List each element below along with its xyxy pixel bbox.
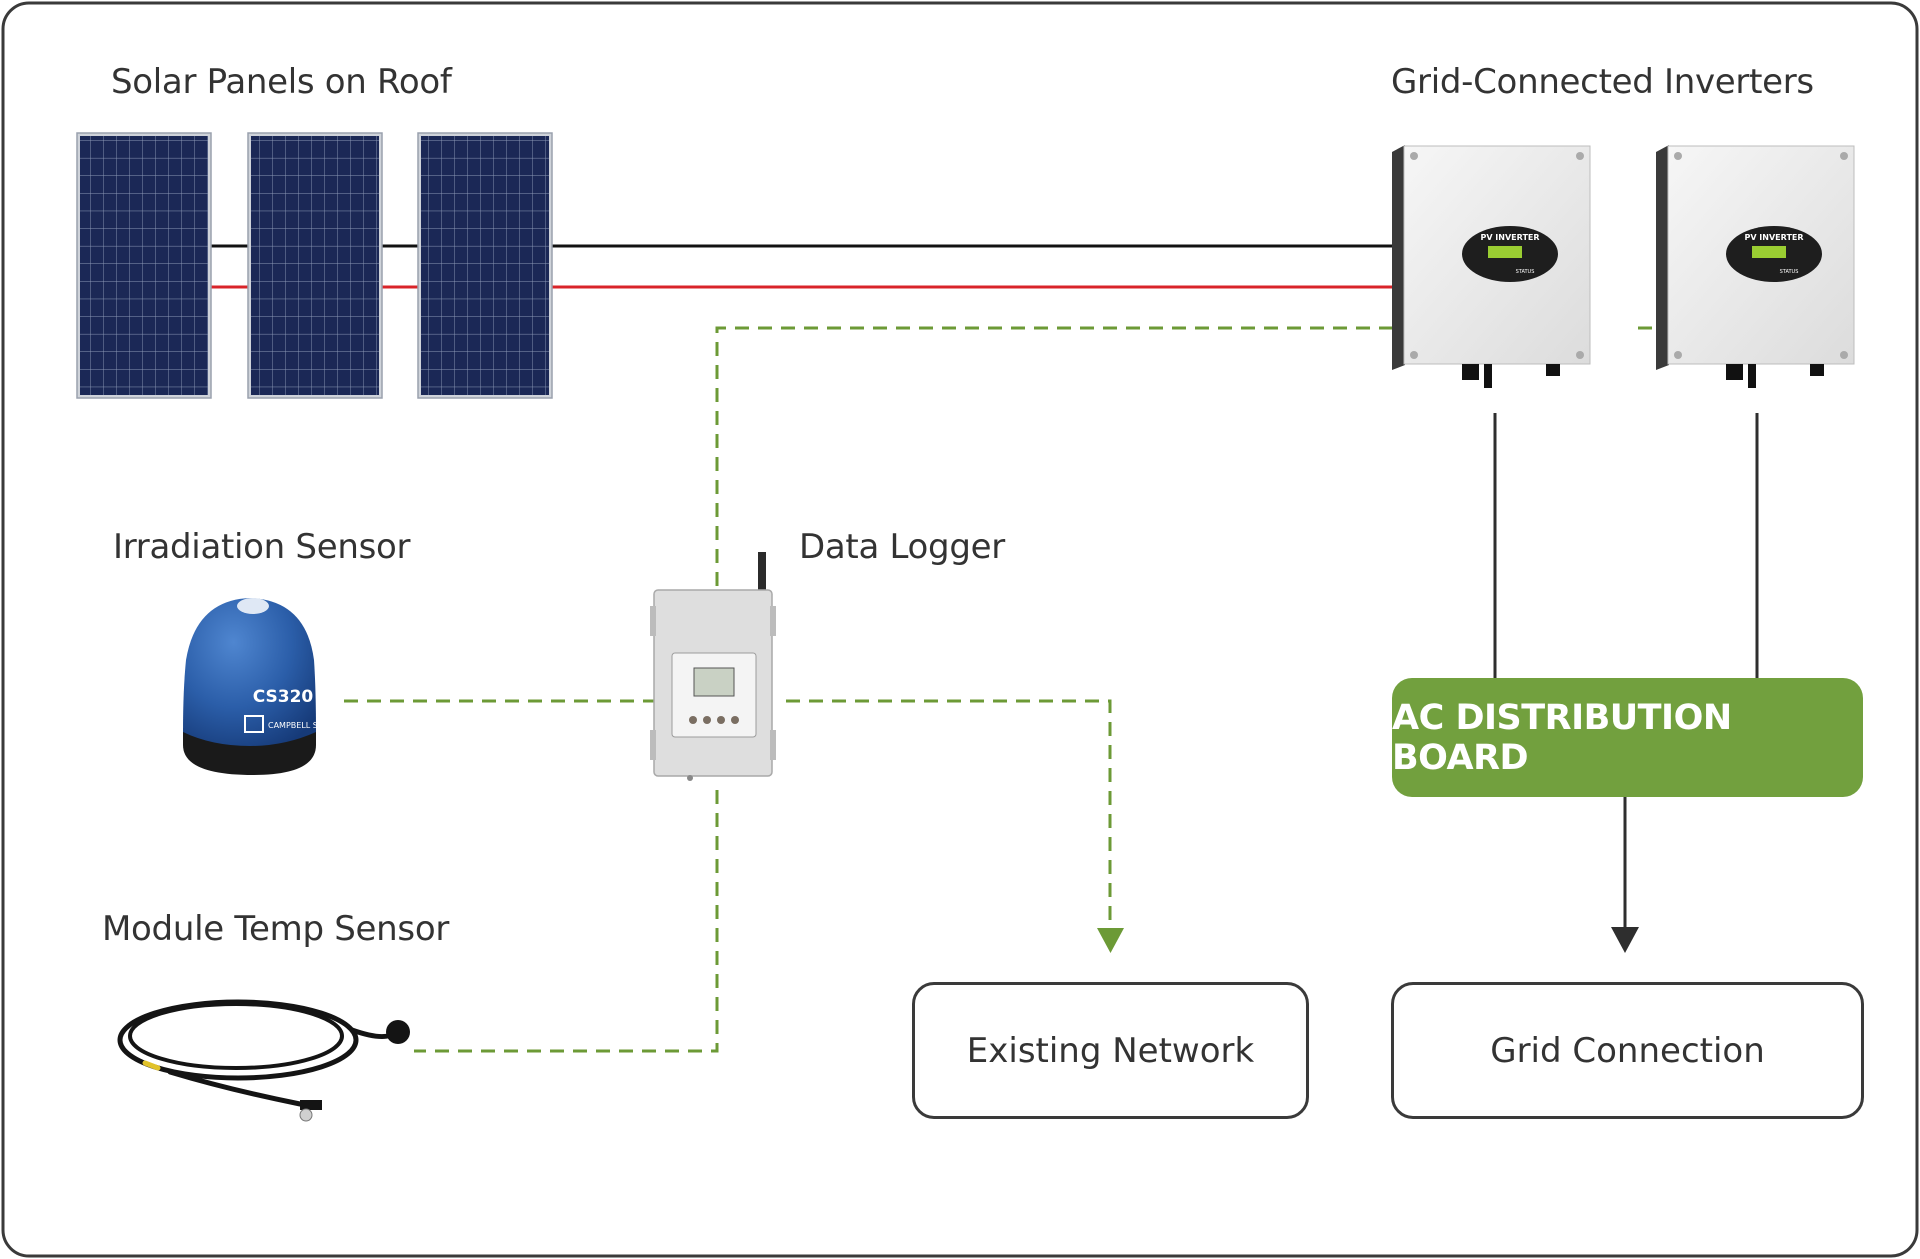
ac-wiring xyxy=(1493,413,1759,928)
svg-text:CS320: CS320 xyxy=(253,687,314,707)
inverter-icon: PV INVERTER STATUS xyxy=(1656,145,1855,388)
existing-network-label: Existing Network xyxy=(966,1030,1255,1071)
grid-connection-label: Grid Connection xyxy=(1490,1030,1765,1071)
solar-panel-icon xyxy=(417,132,553,399)
data-logger-label: Data Logger xyxy=(799,527,1005,567)
solar-panel-icon xyxy=(247,132,383,399)
svg-text:STATUS: STATUS xyxy=(1516,269,1535,275)
arrow-down-icon xyxy=(1097,928,1124,953)
irradiation-sensor-icon: CS320 CAMPBELL SCIENTIFIC xyxy=(183,598,357,775)
dc-wiring xyxy=(208,244,1395,289)
arrow-down-icon xyxy=(1611,927,1639,953)
module-temp-sensor-label: Module Temp Sensor xyxy=(102,909,450,949)
temperature-cable-icon xyxy=(117,999,410,1122)
svg-text:PV INVERTER: PV INVERTER xyxy=(1480,233,1539,242)
inverters-label: Grid-Connected Inverters xyxy=(1391,62,1814,102)
svg-text:PV INVERTER: PV INVERTER xyxy=(1744,233,1803,242)
svg-text:STATUS: STATUS xyxy=(1780,269,1799,275)
svg-text:CAMPBELL SCIENTIFIC: CAMPBELL SCIENTIFIC xyxy=(268,721,357,730)
ac-distribution-board-box: AC DISTRIBUTION BOARD xyxy=(1392,678,1863,797)
solar-panels-label: Solar Panels on Roof xyxy=(111,62,452,102)
irradiation-sensor-label: Irradiation Sensor xyxy=(113,527,411,567)
inverter-icon: PV INVERTER STATUS xyxy=(1392,145,1591,388)
solar-panel-icon xyxy=(76,132,212,399)
grid-connection-box: Grid Connection xyxy=(1391,982,1864,1119)
ac-distribution-board-label: AC DISTRIBUTION BOARD xyxy=(1392,697,1732,778)
communication-lines xyxy=(344,326,1660,1053)
data-logger-icon xyxy=(650,552,776,781)
existing-network-box: Existing Network xyxy=(912,982,1309,1119)
